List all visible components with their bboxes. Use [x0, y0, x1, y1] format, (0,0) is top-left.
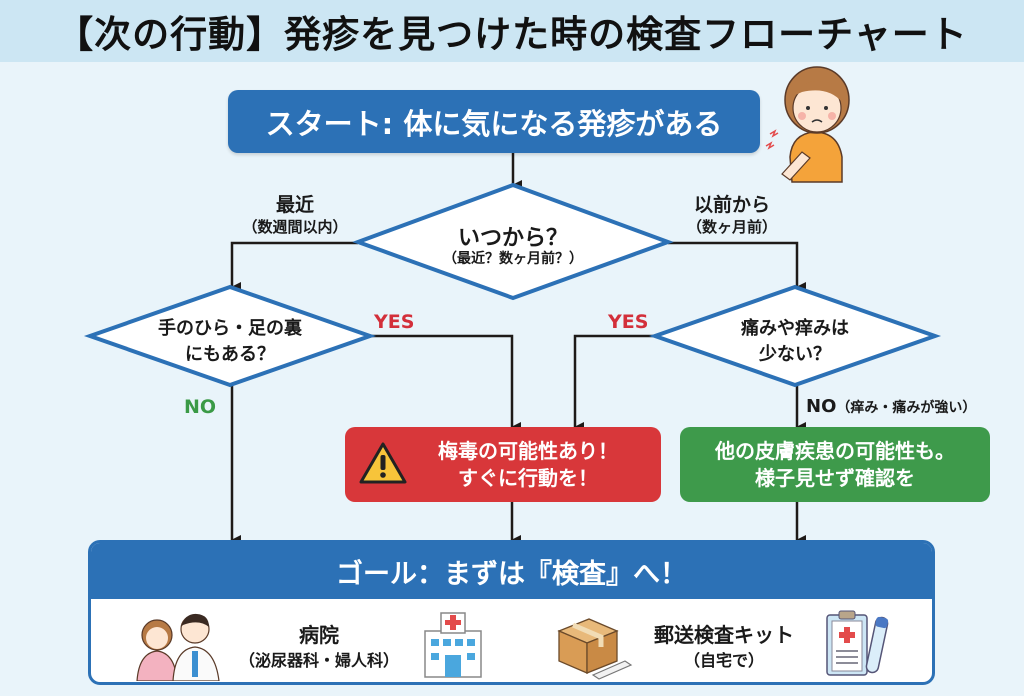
other-line2: 様子見せず確認を: [755, 465, 915, 490]
page-title: 【次の行動】発疹を見つけた時の検査フローチャート: [56, 13, 968, 56]
connector-months-ago: [668, 241, 806, 292]
goal-box: ゴール：まずは『検査』へ！ 病院 （泌尿器科・婦人科） 郵送検査キット （自宅で…: [88, 540, 935, 685]
pain-question-line1: 痛みや痒みは: [741, 318, 849, 339]
hospital-icon: [424, 612, 482, 678]
pain-yes-label: YES: [608, 311, 649, 333]
mail-kit-sub: （自宅で）: [683, 651, 764, 670]
connector-palms-yes: [370, 334, 521, 432]
palms-question-line2: にもある？: [185, 344, 275, 365]
palms-no-label: NO: [184, 396, 217, 418]
when-question: いつから？: [457, 226, 568, 251]
clipboard-test-tube-icon: [826, 610, 889, 676]
pain-no-note: （痒み・痛みが強い）: [836, 400, 977, 416]
pain-no-text: NO: [806, 396, 837, 417]
branch-recent-sub: （数週間以内）: [242, 218, 348, 236]
worried-woman-icon: [765, 66, 850, 183]
patient-doctor-icon: [136, 613, 220, 681]
mail-kit-title: 郵送検査キット: [654, 623, 794, 647]
pain-no-label: NO（痒み・痛みが強い）: [806, 396, 976, 417]
when-question-sub: （最近？数ヶ月前？）: [443, 251, 583, 267]
connector-recent: [230, 241, 358, 292]
other-line1: 他の皮膚疾患の可能性も。: [715, 438, 955, 463]
diamond-pain: [648, 284, 942, 388]
branch-recent-label: 最近: [275, 194, 314, 216]
syphilis-line2: すぐに行動を！: [458, 465, 598, 490]
connector-pain-yes: [573, 334, 655, 432]
title-bar: 【次の行動】発疹を見つけた時の検査フローチャート: [0, 0, 1024, 62]
start-box: スタート: 体に気になる発疹がある: [228, 90, 760, 153]
syphilis-line1: 梅毒の可能性あり！: [438, 438, 618, 463]
branch-months-label: 以前から: [693, 194, 770, 216]
diamond-palms: [83, 284, 377, 388]
warning-icon: [359, 442, 407, 484]
hospital-title: 病院: [299, 623, 339, 647]
goal-header: ゴール：まずは『検査』へ！: [91, 543, 932, 599]
palms-yes-label: YES: [374, 311, 415, 333]
package-box-icon: [557, 618, 633, 680]
pain-question-line2: 少ない？: [759, 344, 831, 365]
diamond-when: [352, 182, 674, 301]
other-disease-box: 他の皮膚疾患の可能性も。 様子見せず確認を: [680, 427, 990, 502]
palms-question-line1: 手のひら・足の裏: [158, 318, 302, 339]
hospital-sub: （泌尿器科・婦人科）: [238, 651, 399, 670]
branch-months-sub: （数ヶ月前）: [686, 218, 777, 236]
syphilis-warning-box: 梅毒の可能性あり！ すぐに行動を！: [345, 427, 661, 502]
